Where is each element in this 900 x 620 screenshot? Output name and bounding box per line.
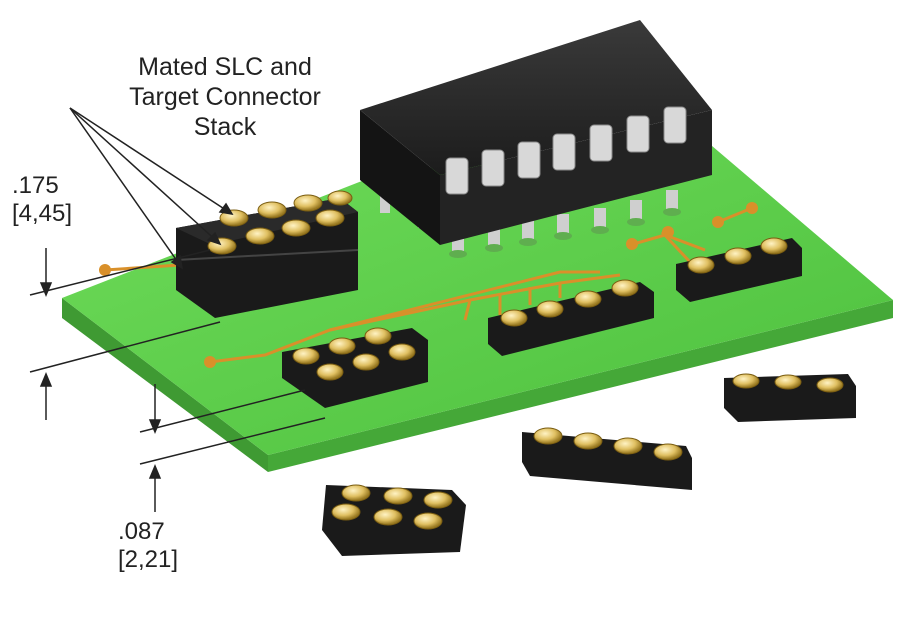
connector-2x3-on-board [282, 327, 428, 408]
dim-single-value: .087 [118, 518, 165, 545]
dim-stack-label: .175 [4,45] [12, 172, 102, 228]
dim-single-label: .087 [2,21] [118, 518, 208, 574]
trace-pads [99, 202, 758, 368]
callout-line-2: Target Connector [129, 83, 321, 111]
pcb-side [62, 298, 268, 472]
connector-1x3-loose [724, 373, 856, 422]
connector-1x4-loose [522, 427, 692, 490]
chip-side [360, 110, 440, 245]
chip-lead-feet [449, 208, 681, 258]
dim-single-metric: [2,21] [118, 546, 179, 573]
dimension-stack [29, 248, 221, 420]
dip-chip [360, 20, 712, 258]
connector-2x3-loose [322, 484, 466, 556]
dimension-single [139, 384, 326, 512]
chip-top [360, 20, 712, 175]
callout-leaders [69, 107, 234, 270]
callout-label: Mated SLC and Target Connector Stack [100, 52, 350, 142]
connector-1x4-on-board [488, 279, 654, 356]
chip-leads-front [445, 106, 687, 195]
dim-stack-metric: [4,45] [12, 200, 73, 227]
callout-line-3: Stack [193, 113, 257, 141]
pcb-front [268, 300, 893, 472]
callout-line-1: Mated SLC and [138, 53, 312, 81]
connector-1x3-on-board [676, 237, 802, 302]
dim-stack-value: .175 [12, 172, 59, 199]
